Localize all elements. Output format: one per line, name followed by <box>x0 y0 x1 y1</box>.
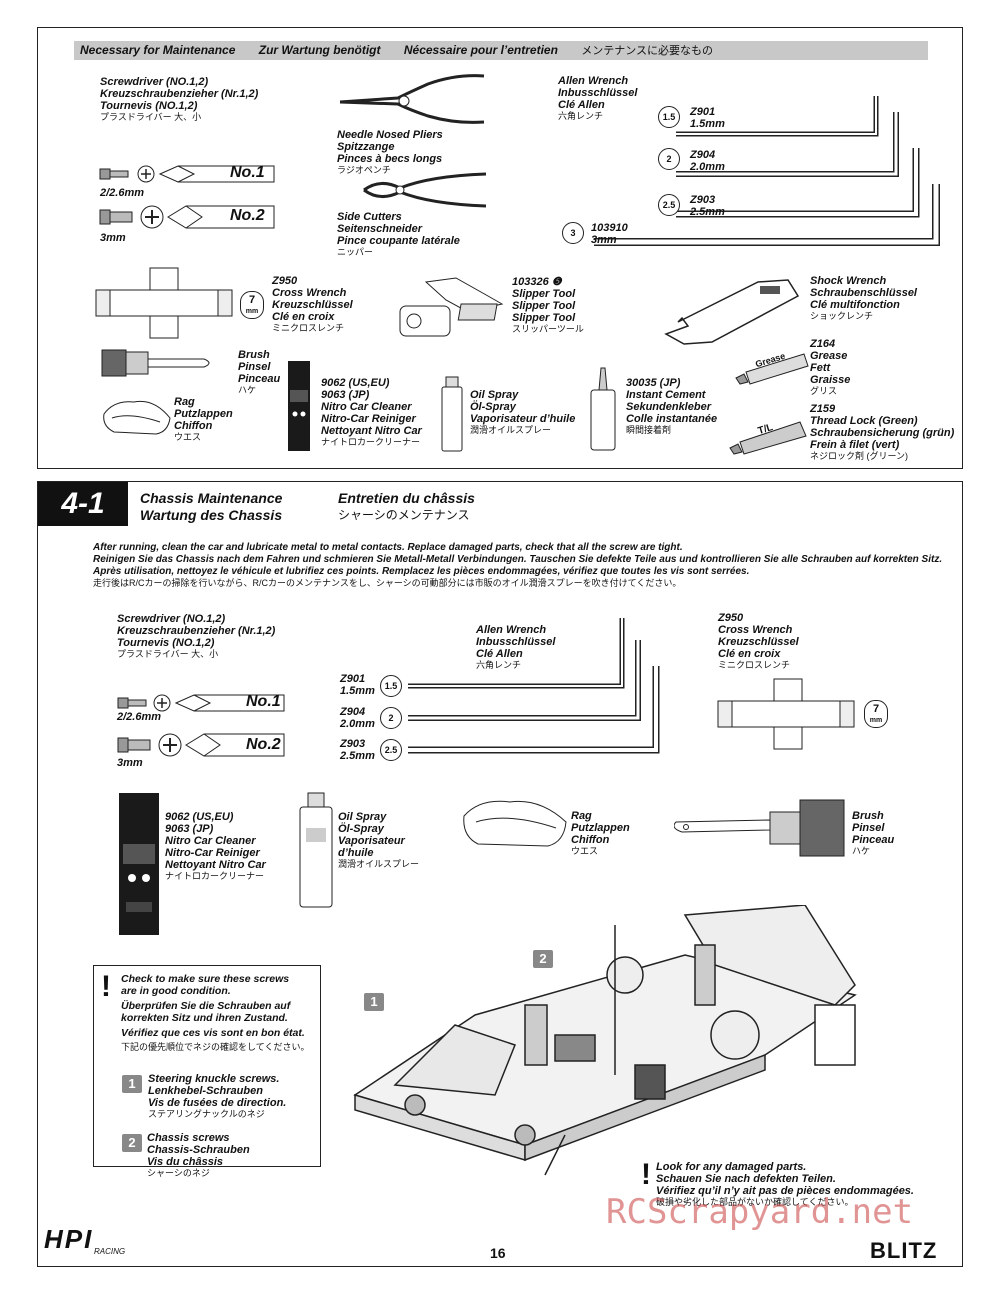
needle-nose-pliers-illustration <box>338 72 488 127</box>
step-nitro-cleaner-label: 9062 (US,EU) 9063 (JP) Nitro Car Cleaner… <box>165 811 266 881</box>
cross-wrench-size: 7 mm <box>240 291 264 319</box>
screwdriver-no2-illustration <box>98 200 278 234</box>
oil-spray-label: Oil Spray Öl-Spray Vaporisateur d’huile … <box>470 389 576 435</box>
cutters-label: Side Cutters Seitenschneider Pince coupa… <box>337 211 460 257</box>
allen-size-circle-2: 2 <box>658 148 680 170</box>
allen-item-2: Z904 2.0mm <box>690 149 725 173</box>
step-rag-illustration <box>460 796 570 850</box>
step-allen-circle-2: 2 <box>380 707 402 729</box>
check-screws-box <box>93 965 321 1167</box>
step-rag-label: Rag Putzlappen Chiffon ウエス <box>571 810 630 856</box>
step-screwdriver-no1-illustration <box>116 688 288 718</box>
allen-item-4: 103910 3mm <box>591 222 628 246</box>
brush-label: Brush Pinsel Pinceau ハケ <box>238 349 281 395</box>
step-oil-spray-can-illustration <box>298 792 334 908</box>
step-screw-small-label: 2/2.6mm <box>117 711 162 723</box>
screwdriver-no1-illustration <box>98 158 278 190</box>
allen-size-circle-4: 3 <box>562 222 584 244</box>
cross-wrench-illustration <box>94 266 234 340</box>
grease-tube-illustration <box>734 352 810 386</box>
maintenance-header: Necessary for Maintenance Zur Wartung be… <box>74 41 928 60</box>
point1-number: 1 <box>122 1075 142 1093</box>
check-screws-text: Check to make sure these screws are in g… <box>121 973 310 1052</box>
watermark: RCScrapyard.net <box>606 1192 914 1232</box>
instant-cement-bottle-illustration <box>588 366 618 452</box>
side-cutters-illustration <box>360 168 490 212</box>
pliers-label: Needle Nosed Pliers Spitzzange Pinces à … <box>337 129 443 175</box>
step-allen-circle-1: 1.5 <box>380 675 402 697</box>
step-no1-label: No.1 <box>246 693 281 710</box>
shock-wrench-illustration <box>662 276 802 348</box>
warning-icon: ! <box>101 970 111 1003</box>
allen-size-circle-1: 1.5 <box>658 106 680 128</box>
step-brush-illustration <box>674 798 846 858</box>
allen-size-circle-3: 2.5 <box>658 194 680 216</box>
nitro-cleaner-label: 9062 (US,EU) 9063 (JP) Nitro Car Cleaner… <box>321 377 422 447</box>
blitz-logo: BLITZ <box>870 1238 938 1263</box>
rag-label: Rag Putzlappen Chiffon ウエス <box>174 396 233 442</box>
step-allen-wrench-set-illustration <box>400 614 662 764</box>
slipper-tool-illustration <box>396 276 506 346</box>
step-allen-circle-3: 2.5 <box>380 739 402 761</box>
step-screwdriver-label: Screwdriver (NO.1,2) Kreuzschraubenziehe… <box>117 613 276 659</box>
callout-2: 2 <box>533 950 553 968</box>
brush-illustration <box>100 348 216 378</box>
step-brush-label: Brush Pinsel Pinceau ハケ <box>852 810 895 856</box>
screw-large-label: 3mm <box>100 232 126 244</box>
shock-wrench-label: Shock Wrench Schraubenschlüssel Clé mult… <box>810 275 917 321</box>
step-title-left: Chassis Maintenance Wartung des Chassis <box>140 490 283 523</box>
point2-text: Chassis screws Chassis-Schrauben Vis du … <box>147 1132 250 1178</box>
cross-wrench-label: Z950 Cross Wrench Kreuzschlüssel Clé en … <box>272 275 353 333</box>
oil-spray-can-illustration <box>440 376 464 452</box>
allen-wrench-set-illustration <box>580 96 940 256</box>
thread-lock-tube-illustration <box>728 418 808 456</box>
step-no2-label: No.2 <box>246 736 281 753</box>
no2-label: No.2 <box>230 207 265 224</box>
slipper-tool-label: 103326 ❺ Slipper Tool Slipper Tool Slipp… <box>512 276 584 334</box>
step-oil-spray-label: Oil Spray Öl-Spray Vaporisateur d’huile … <box>338 811 420 869</box>
step-screw-large-label: 3mm <box>117 757 143 769</box>
damage-warning-icon: ! <box>641 1158 651 1191</box>
step-cross-wrench-label: Z950 Cross Wrench Kreuzschlüssel Clé en … <box>718 612 799 670</box>
nitro-cleaner-can-illustration <box>287 360 311 452</box>
grease-label: Z164 Grease Fett Graisse グリス <box>810 338 851 396</box>
allen-item-1: Z901 1.5mm <box>690 106 725 130</box>
rag-illustration <box>100 396 174 438</box>
step-instructions: After running, clean the car and lubrica… <box>93 542 943 588</box>
hpi-logo: HPI RACING <box>44 1224 126 1256</box>
instant-cement-label: 30035 (JP) Instant Cement Sekundenkleber… <box>626 377 718 435</box>
damage-note: Look for any damaged parts. Schauen Sie … <box>656 1161 914 1207</box>
screw-small-label: 2/2.6mm <box>100 187 145 199</box>
screwdriver-label: Screwdriver (NO.1,2) Kreuzschraubenziehe… <box>100 76 259 122</box>
no1-label: No.1 <box>230 164 265 181</box>
step-number-badge: 4-1 <box>38 482 128 526</box>
point1-text: Steering knuckle screws. Lenkhebel-Schra… <box>148 1073 287 1119</box>
step-allen-item-1: Z901 1.5mm <box>340 673 375 697</box>
step-cross-wrench-size: 7 mm <box>864 700 888 728</box>
chassis-illustration <box>335 905 865 1215</box>
point2-number: 2 <box>122 1134 142 1152</box>
step-allen-item-2: Z904 2.0mm <box>340 706 375 730</box>
step-title-right: Entretien du châssis シャーシのメンテナンス <box>338 490 475 522</box>
allen-item-3: Z903 2.5mm <box>690 194 725 218</box>
step-panel <box>37 481 963 1267</box>
step-screwdriver-no2-illustration <box>116 728 288 762</box>
allen-wrench-label: Allen Wrench Inbusschlüssel Clé Allen 六角… <box>558 75 638 121</box>
callout-1: 1 <box>364 993 384 1011</box>
step-allen-item-3: Z903 2.5mm <box>340 738 375 762</box>
thread-lock-label: Z159 Thread Lock (Green) Schraubensicher… <box>810 403 955 461</box>
step-nitro-cleaner-can-illustration <box>118 792 160 936</box>
step-allen-label: Allen Wrench Inbusschlüssel Clé Allen 六角… <box>476 624 556 670</box>
step-cross-wrench-illustration <box>716 677 856 751</box>
maintenance-panel <box>37 27 963 469</box>
page-number: 16 <box>490 1245 506 1261</box>
